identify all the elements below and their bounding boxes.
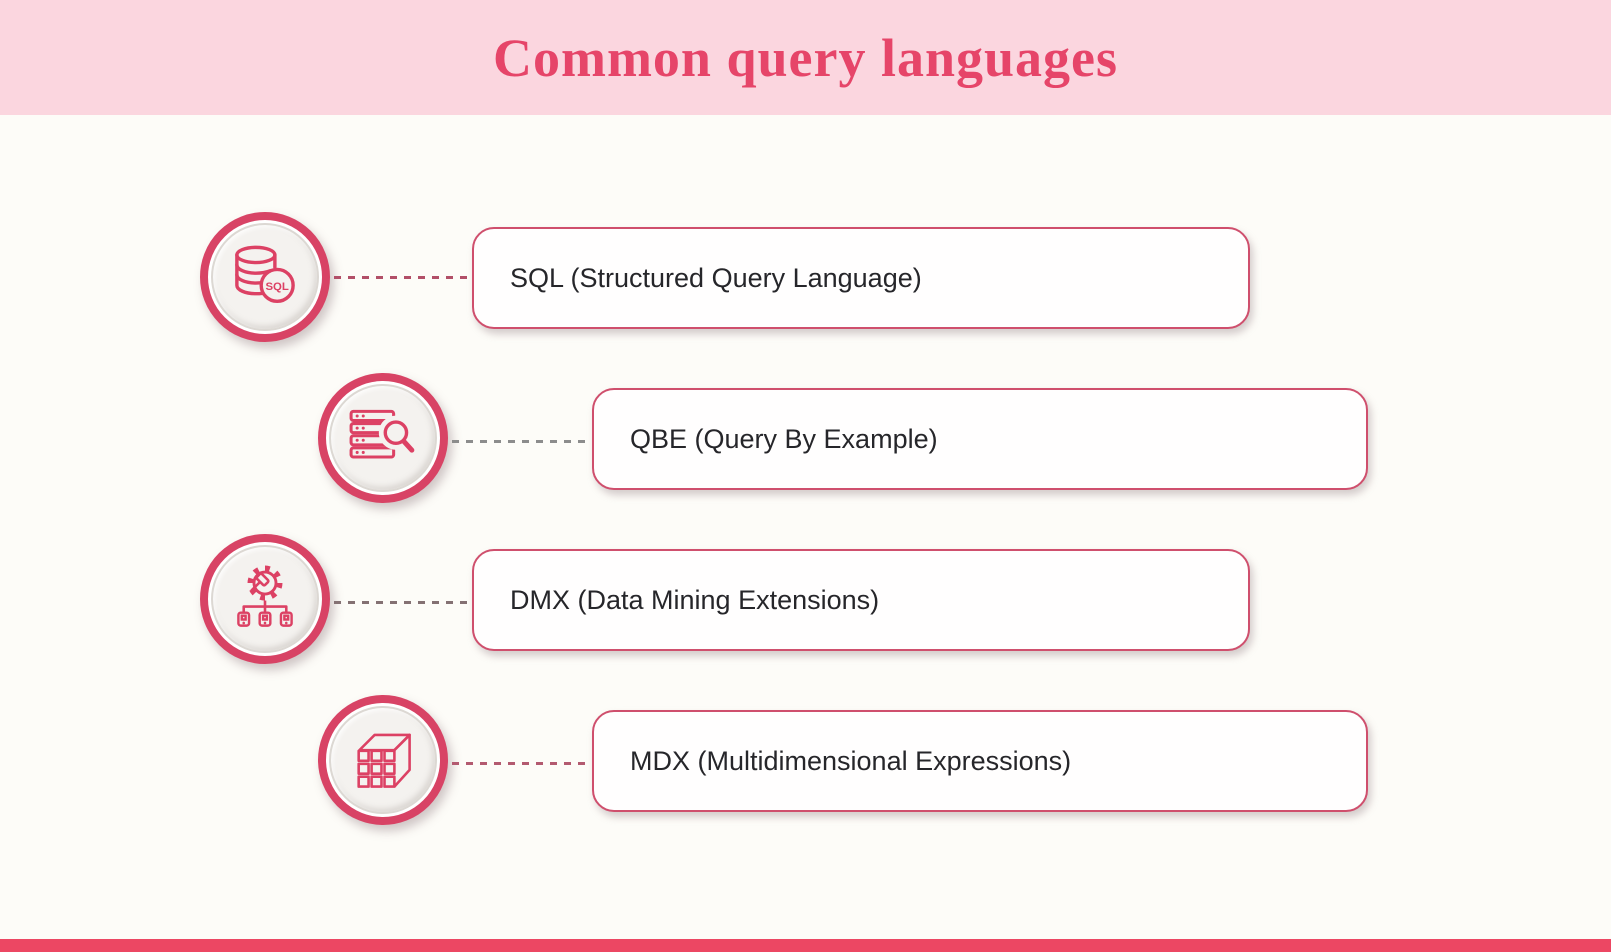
cube-grid-icon	[357, 733, 411, 788]
icon-circle-mdx	[318, 695, 448, 825]
dotted-connector	[452, 440, 592, 443]
sql-badge-text: SQL	[265, 281, 288, 293]
label-text-dmx: DMX (Data Mining Extensions)	[510, 584, 880, 615]
label-box-mdx: MDX (Multidimensional Expressions)	[592, 710, 1368, 812]
label-text-sql: SQL (Structured Query Language)	[510, 262, 922, 293]
label-text-qbe: QBE (Query By Example)	[630, 423, 938, 454]
icon-circle-sql: SQL	[200, 212, 330, 342]
gear-hammer-mining-icon	[237, 565, 293, 627]
dotted-connector	[334, 276, 472, 279]
page-title: Common query languages	[492, 27, 1119, 88]
label-box-sql: SQL (Structured Query Language)	[472, 227, 1250, 329]
icon-circle-dmx	[200, 534, 330, 664]
database-sql-icon: SQL	[235, 245, 295, 304]
icon-circle-qbe	[318, 373, 448, 503]
header-banner: Common query languages	[0, 0, 1611, 115]
footer-accent-bar	[0, 939, 1611, 952]
label-text-mdx: MDX (Multidimensional Expressions)	[630, 745, 1072, 776]
server-magnifier-icon	[349, 409, 418, 459]
dotted-connector	[334, 601, 472, 604]
label-box-dmx: DMX (Data Mining Extensions)	[472, 549, 1250, 651]
dotted-connector	[452, 762, 592, 765]
label-box-qbe: QBE (Query By Example)	[592, 388, 1368, 490]
